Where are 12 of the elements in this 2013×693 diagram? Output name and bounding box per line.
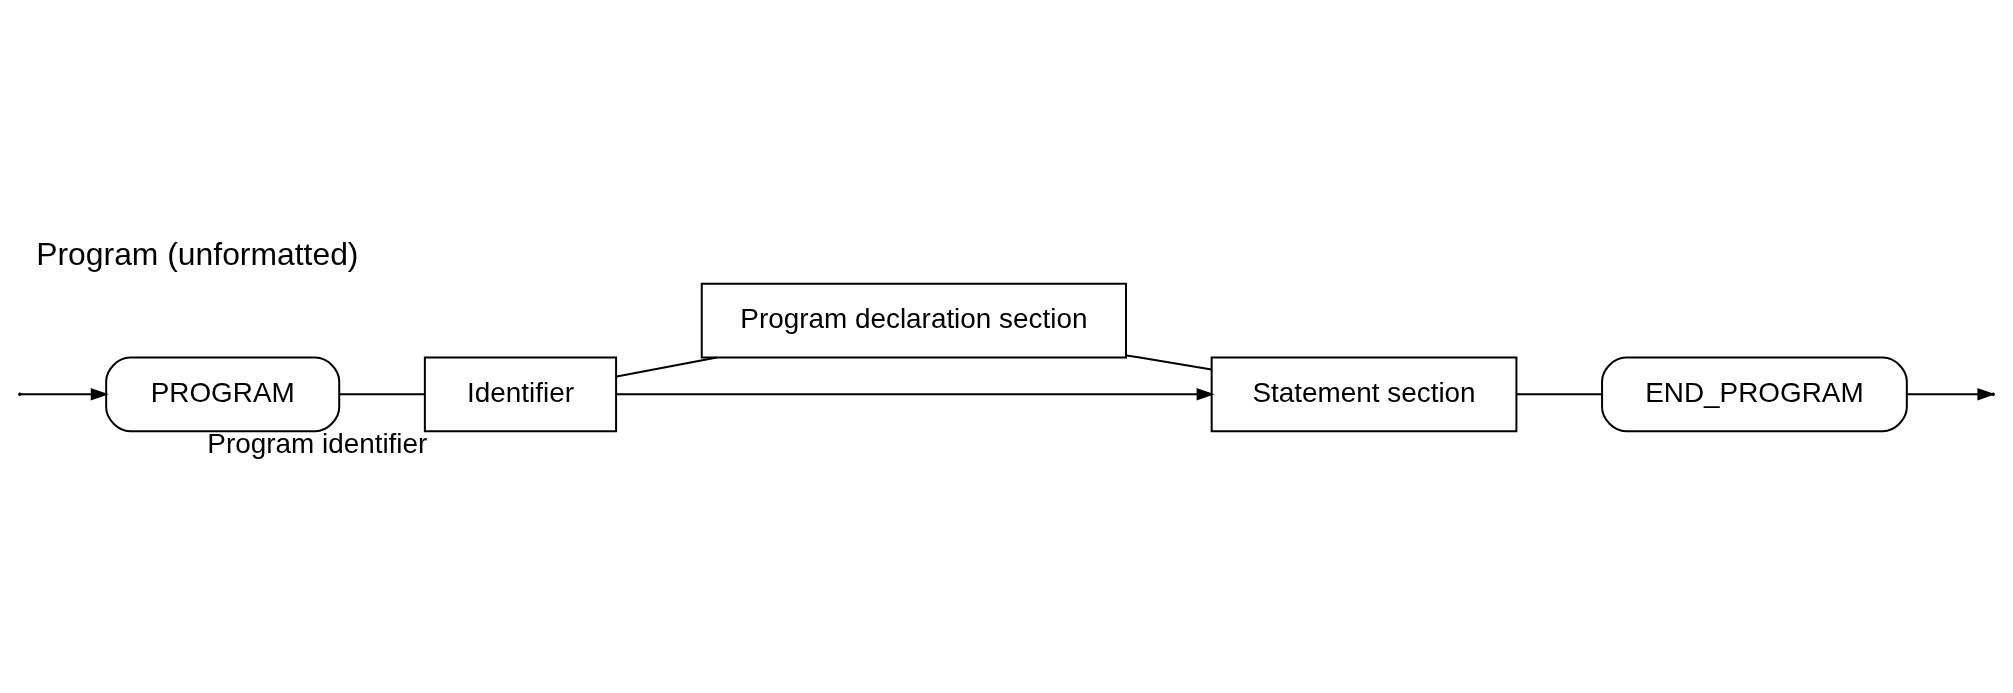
node-box: Identifier — [423, 356, 618, 433]
connector — [338, 393, 426, 396]
node-box: END_PROGRAM — [1601, 356, 1908, 433]
arrow — [19, 388, 109, 401]
connector — [1125, 354, 1213, 371]
connector — [1515, 393, 1603, 396]
diagram-title: Program (unformatted) — [36, 236, 359, 273]
node-box: Statement section — [1210, 356, 1518, 433]
connector — [615, 356, 718, 378]
node-box: PROGRAM — [105, 356, 341, 433]
arrow — [615, 388, 1215, 401]
node-box: Program declaration section — [700, 282, 1127, 359]
